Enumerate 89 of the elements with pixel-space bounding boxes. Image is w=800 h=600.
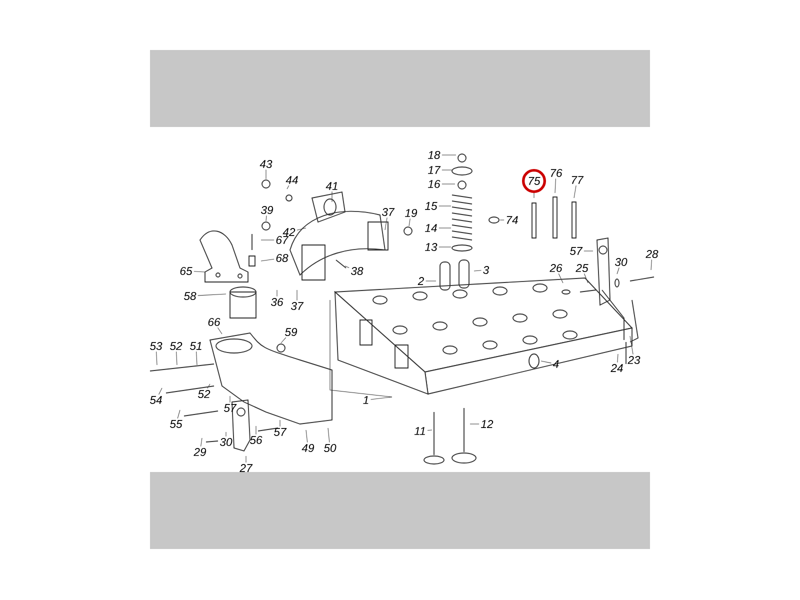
callout-number: 52 (198, 390, 210, 398)
callout-number: 17 (428, 166, 441, 174)
callout-number: 66 (208, 318, 220, 326)
leader-line (280, 337, 286, 344)
callout-number: 39 (260, 206, 274, 214)
callout-number: 53 (150, 342, 162, 350)
callout-number: 55 (170, 420, 182, 428)
callout-number: 50 (324, 444, 336, 452)
leader-line (156, 351, 158, 366)
leader-line (650, 259, 652, 270)
callout-number: 24 (610, 364, 623, 372)
callout-number: 59 (284, 328, 298, 336)
leader-line (540, 360, 552, 364)
leader-line (276, 290, 278, 297)
leader-line (176, 351, 178, 366)
leader-line (370, 396, 392, 400)
callout-number: 76 (550, 169, 562, 177)
leader-line (207, 384, 210, 389)
callout-number: 16 (428, 180, 440, 188)
callout-number: 14 (425, 224, 437, 232)
callout-number: 65 (180, 267, 192, 275)
circled-callout-number: 75 (522, 169, 546, 193)
leader-line (196, 351, 198, 366)
callout-number: 54 (150, 396, 162, 404)
leader-line (584, 250, 594, 252)
callout-number: 26 (550, 264, 562, 272)
leader-line (296, 228, 306, 230)
callout-number: 57 (274, 428, 287, 436)
callout-number: 44 (286, 176, 298, 184)
callout-number: 29 (194, 448, 206, 456)
callout-number: 67 (276, 236, 289, 244)
leader-line (286, 185, 290, 190)
leader-line (384, 217, 388, 230)
callout-number: 13 (425, 243, 438, 251)
callout-number: 77 (572, 176, 584, 184)
leader-line (438, 246, 452, 248)
callout-number: 27 (240, 464, 253, 472)
callout-number: 30 (614, 258, 628, 266)
leader-line (344, 266, 350, 268)
callout-number: 43 (260, 160, 272, 168)
callout-number: 19 (405, 209, 418, 217)
callout-number: 12 (481, 420, 494, 428)
callout-number: 56 (250, 436, 262, 444)
callout-number: 15 (425, 202, 438, 210)
callout-number: 38 (350, 267, 364, 275)
callout-number: 58 (184, 292, 196, 300)
leader-line (260, 258, 274, 262)
leader-line (194, 271, 206, 272)
leader-line (630, 336, 634, 355)
callout-number: 49 (302, 444, 314, 452)
callout-number: 30 (220, 438, 232, 446)
leader-line (617, 354, 618, 363)
callout-number: 2 (418, 277, 424, 285)
leader-line (616, 267, 620, 274)
callout-number: 51 (190, 342, 202, 350)
leader-line (474, 270, 482, 272)
callout-number: 25 (576, 264, 588, 272)
leader-line (328, 428, 330, 443)
leader-line (158, 388, 162, 395)
callout-number: 23 (628, 356, 640, 364)
leader-line (425, 280, 436, 282)
callout-number: 3 (483, 266, 490, 274)
leader-line (408, 218, 410, 226)
leader-line (296, 290, 298, 301)
leader-line (584, 273, 588, 284)
callout-number: 28 (646, 250, 658, 258)
leader-line (198, 294, 226, 296)
callout-number: 11 (414, 427, 425, 435)
callout-number: 68 (276, 254, 288, 262)
callout-number: 52 (170, 342, 182, 350)
callout-number: 37 (290, 302, 304, 310)
callout-number: 1 (363, 396, 368, 404)
callout-number: 37 (382, 208, 395, 216)
leader-line (554, 178, 556, 194)
leader-line (558, 273, 564, 284)
leader-line (574, 185, 576, 198)
leader-line (306, 430, 308, 443)
callout-number: 74 (506, 216, 518, 224)
callout-number: 42 (282, 228, 296, 236)
callout-number: 57 (570, 247, 583, 255)
leader-line (217, 327, 222, 334)
leader-line (177, 410, 180, 419)
leader-line (442, 154, 456, 156)
leader-line (427, 430, 432, 431)
leader-line (266, 215, 267, 222)
callout-number: 18 (428, 151, 440, 159)
leader-line (200, 438, 202, 447)
callout-number: 36 (270, 298, 284, 306)
callout-number: 41 (326, 182, 338, 190)
